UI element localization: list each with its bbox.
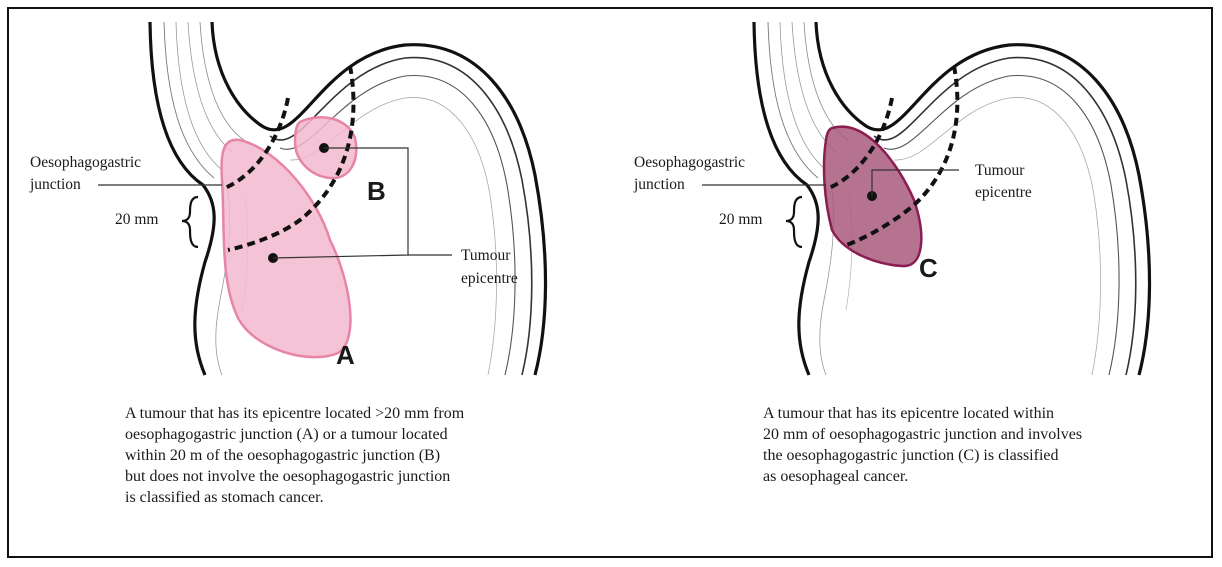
- right-tumour-label-line2: epicentre: [975, 184, 1032, 202]
- caption-line: is classified as stomach cancer.: [125, 487, 464, 508]
- caption-line: as oesophageal cancer.: [763, 466, 1082, 487]
- left-tumour-label-line2: epicentre: [461, 270, 518, 288]
- left-ogj-label-line1: Oesophagogastric: [30, 154, 141, 172]
- left-tumour-label-line1: Tumour: [461, 247, 510, 265]
- left-distance-label: 20 mm: [115, 211, 159, 229]
- caption-line: A tumour that has its epicentre located …: [763, 403, 1082, 424]
- letter-c: C: [919, 253, 938, 284]
- left-stomach-drawing: [98, 22, 546, 375]
- letter-b: B: [367, 176, 386, 207]
- right-tumour-label-line1: Tumour: [975, 162, 1024, 180]
- right-brace-icon: [786, 197, 802, 247]
- right-caption: A tumour that has its epicentre located …: [763, 403, 1082, 487]
- left-caption: A tumour that has its epicentre located …: [125, 403, 464, 508]
- caption-line: but does not involve the oesophagogastri…: [125, 466, 464, 487]
- caption-line: A tumour that has its epicentre located …: [125, 403, 464, 424]
- caption-line: the oesophagogastric junction (C) is cla…: [763, 445, 1082, 466]
- right-distance-label: 20 mm: [719, 211, 763, 229]
- left-ogj-label-line2: junction: [30, 176, 81, 194]
- caption-line: 20 mm of oesophagogastric junction and i…: [763, 424, 1082, 445]
- left-brace-icon: [182, 197, 198, 247]
- right-ogj-label-line2: junction: [634, 176, 685, 194]
- caption-line: oesophagogastric junction (A) or a tumou…: [125, 424, 464, 445]
- right-stomach-drawing: [702, 22, 1150, 375]
- letter-a: A: [336, 340, 355, 371]
- right-ogj-label-line1: Oesophagogastric: [634, 154, 745, 172]
- caption-line: within 20 m of the oesophagogastric junc…: [125, 445, 464, 466]
